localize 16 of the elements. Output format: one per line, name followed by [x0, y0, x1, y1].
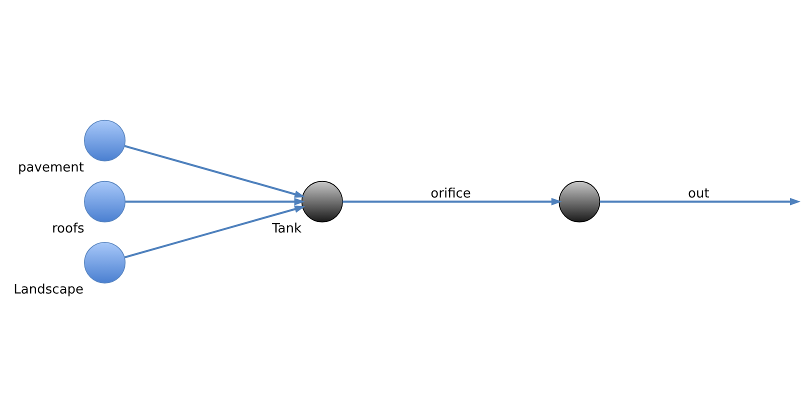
- node-circle: [558, 180, 600, 222]
- node-label: roofs: [52, 221, 84, 236]
- node-circle: [301, 180, 343, 222]
- edge-label: orifice: [430, 186, 471, 202]
- node-circle: [84, 242, 126, 284]
- arrow: [124, 206, 306, 258]
- node-label: pavement: [18, 160, 84, 176]
- edge-label: out: [688, 186, 710, 202]
- node-circle: [84, 120, 126, 162]
- arrow: [342, 198, 562, 206]
- arrow: [126, 198, 305, 206]
- arrow: [124, 145, 306, 198]
- arrow: [600, 198, 801, 206]
- node-circle: [84, 180, 126, 222]
- node-label: Tank: [272, 221, 302, 236]
- node-label: Landscape: [14, 282, 84, 298]
